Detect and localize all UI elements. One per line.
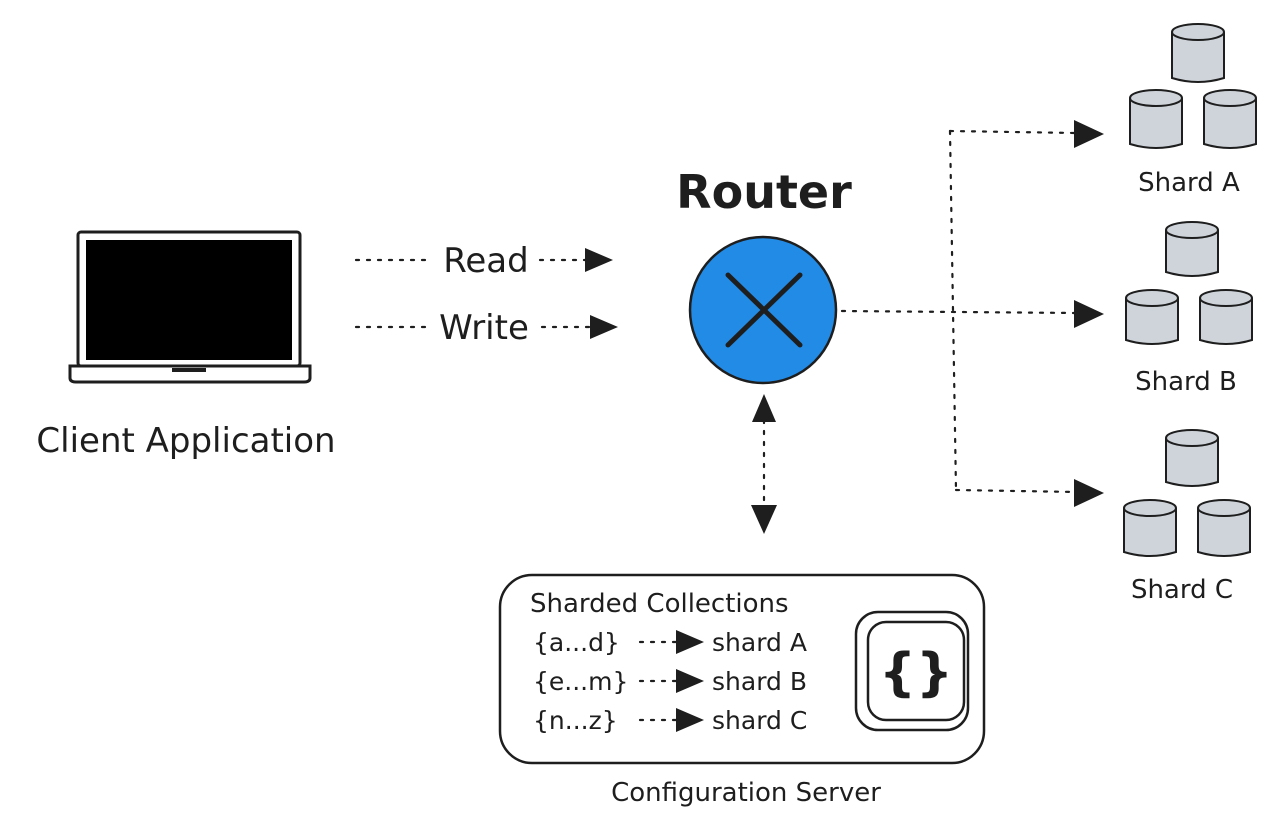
read-arrow	[354, 248, 613, 272]
router-label: Router	[676, 165, 852, 219]
laptop-icon	[68, 230, 312, 384]
config-server-title: Sharded Collections	[530, 589, 789, 619]
shard-a-database-icon	[1129, 23, 1257, 149]
write-arrow	[354, 315, 618, 339]
mapping-range: {a...d}	[533, 628, 620, 657]
shard-c-label: Shard C	[1131, 575, 1233, 605]
mapping-target: shard C	[712, 706, 807, 735]
shard-c-database-icon	[1123, 429, 1251, 557]
config-server-label: Configuration Server	[611, 778, 881, 808]
shard-b-label: Shard B	[1135, 367, 1237, 397]
router-shard-connector	[840, 120, 1104, 507]
mapping-arrow	[638, 669, 704, 693]
mapping-target: shard B	[712, 667, 807, 696]
write-label: Write	[439, 308, 529, 348]
mapping-target: shard A	[712, 628, 807, 657]
mapping-arrow	[638, 630, 704, 654]
shard-a-label: Shard A	[1138, 168, 1240, 198]
mapping-arrow	[638, 708, 704, 732]
read-label: Read	[443, 241, 528, 281]
router-icon	[688, 235, 838, 385]
json-braces-glyph: {}	[879, 643, 953, 703]
mapping-range: {n...z}	[533, 706, 618, 735]
mapping-range: {e...m}	[533, 667, 628, 696]
client-label: Client Application	[36, 421, 335, 461]
json-braces-icon: {}	[854, 610, 970, 732]
shard-b-database-icon	[1125, 221, 1253, 345]
config-sync-arrow	[751, 394, 777, 534]
